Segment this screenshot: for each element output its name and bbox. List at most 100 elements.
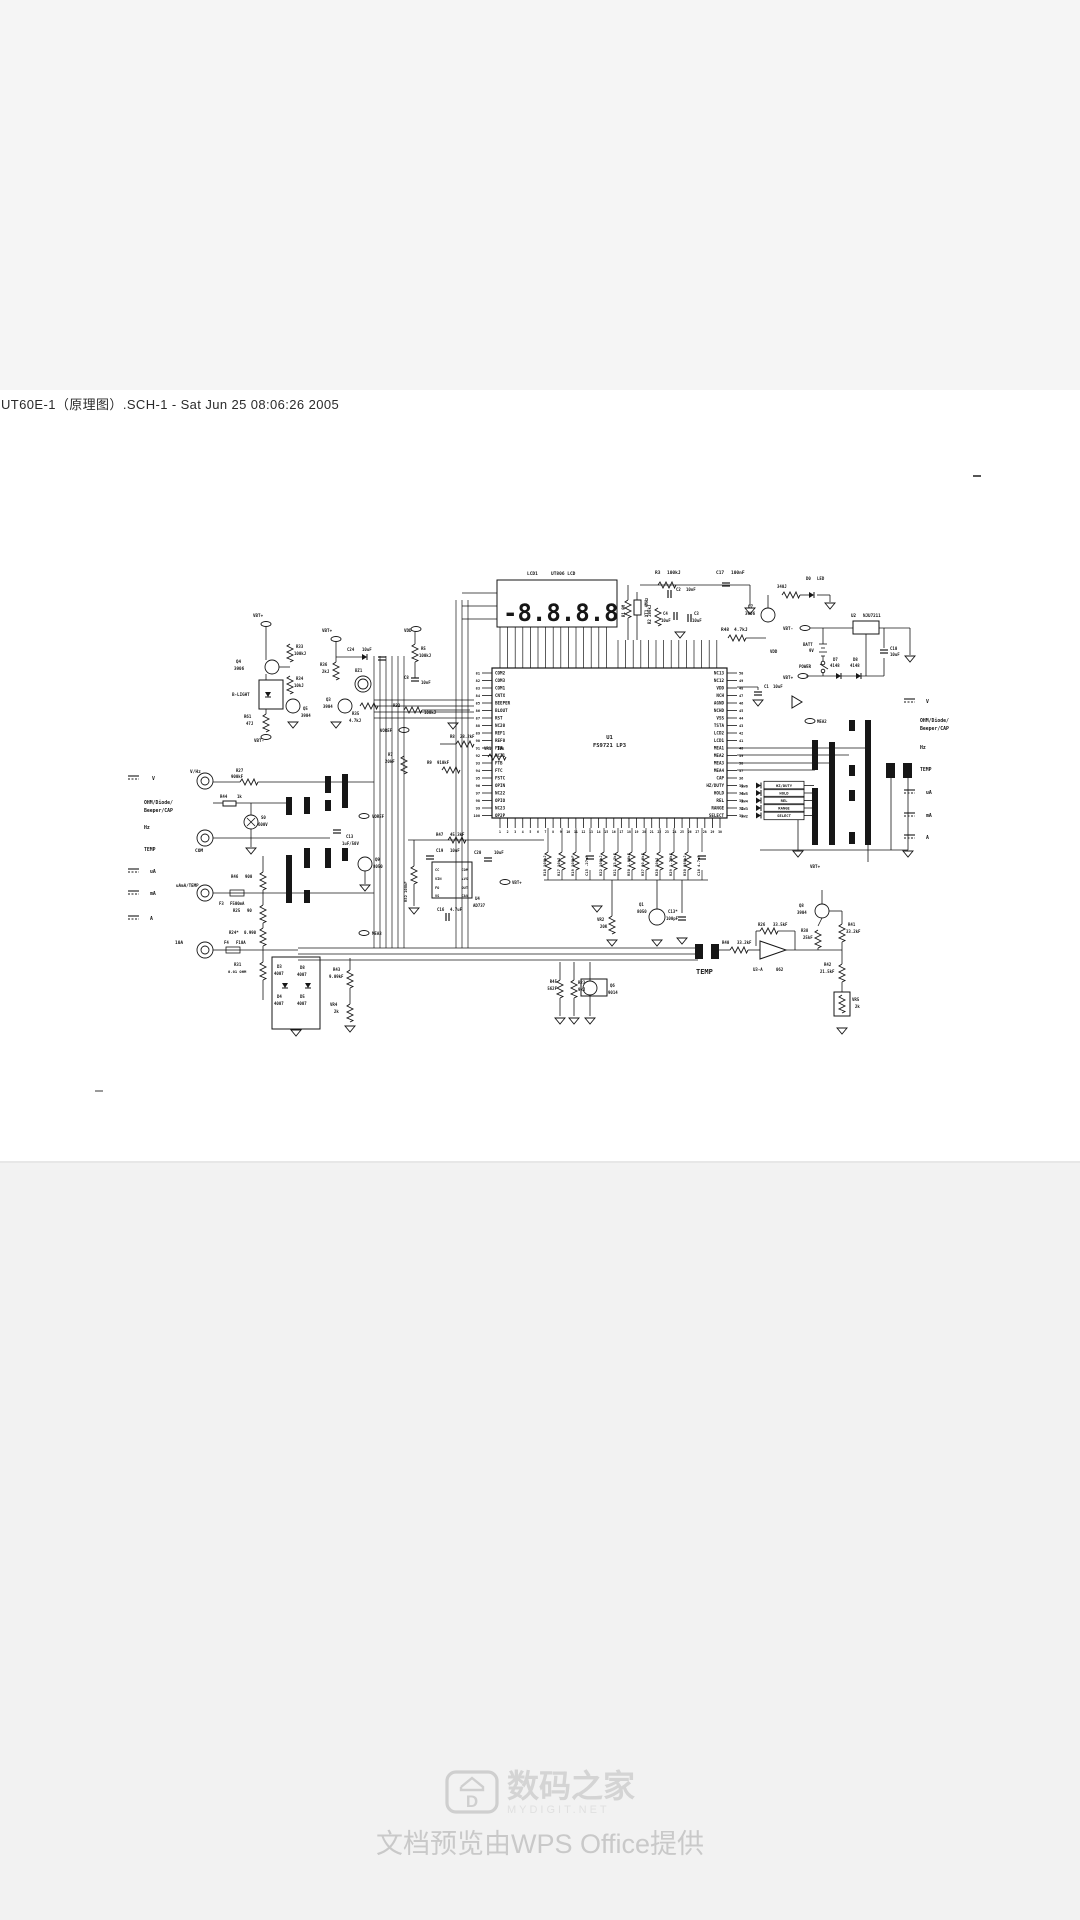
resistor-symbol: [285, 643, 295, 663]
resistor-symbol: [399, 755, 409, 775]
resistor-symbol: [599, 851, 609, 871]
schematic-label: V: [926, 699, 929, 705]
schematic-label: 87: [476, 717, 480, 721]
schematic-label: VBT+: [783, 675, 794, 680]
schematic-label: SW4: [741, 798, 749, 803]
schematic-label: 4.7kJ: [349, 718, 361, 723]
schematic-label: 10nF: [421, 680, 431, 685]
schematic-label: 50: [739, 672, 743, 676]
schematic-label: C15 .27uF: [584, 855, 589, 876]
component-outline: [431, 861, 473, 899]
document-page: [0, 390, 1080, 1163]
component-outline: [258, 679, 284, 710]
schematic-label: LCD1: [714, 738, 725, 743]
schematic-label: R29 1.78kF: [668, 852, 673, 876]
resistor-symbol: [641, 851, 651, 871]
switch-contact-bar: [304, 890, 310, 903]
schematic-label: COM2: [495, 671, 506, 676]
schematic-label: VDD: [404, 628, 412, 633]
schematic-label: TSTA: [714, 723, 725, 728]
schematic-label: 91: [476, 747, 480, 751]
schematic-label: Q5: [303, 706, 308, 711]
resistor-symbol: [657, 580, 677, 590]
resistor-symbol: [759, 926, 779, 936]
diode-symbol: [856, 673, 861, 679]
resistor-symbol: [285, 675, 295, 695]
schematic-label: 4007: [274, 1001, 284, 1006]
schematic-label: 25kF: [803, 935, 813, 940]
schematic-label: R35: [352, 711, 360, 716]
ground-symbol: [568, 1017, 580, 1025]
opamp-symbol: [791, 695, 803, 709]
schematic-label: mA: [926, 813, 932, 819]
schematic-label: Beeper/CAP: [144, 808, 173, 814]
ground-symbol: [584, 1017, 596, 1025]
resistor-symbol: [837, 994, 847, 1014]
schematic-label: 12: [582, 830, 586, 834]
switch-contact-bar: [973, 475, 981, 477]
diode-symbol: [756, 805, 761, 811]
schematic-label: D8: [853, 657, 858, 662]
switch-contact-bar: [886, 763, 895, 778]
wire: [819, 663, 829, 670]
schematic-label: 9kJ: [578, 987, 585, 992]
schematic-label: uA: [926, 790, 932, 796]
schematic-label: XT1 4MHz: [644, 597, 649, 617]
schematic-label: 3: [514, 830, 516, 834]
schematic-label: R46: [231, 874, 239, 879]
resistor-symbol: [837, 963, 847, 983]
switch-contact-bar: [711, 944, 719, 959]
resistor-symbol: [359, 701, 379, 711]
schematic-label: OP2P: [495, 813, 506, 818]
switch-contact-bar: [849, 765, 855, 776]
schematic-label: NCHD: [714, 708, 725, 713]
schematic-label: TEMP: [144, 847, 156, 853]
schematic-label: NC20: [495, 723, 506, 728]
schematic-label: 45.3kF: [450, 832, 465, 837]
document-title: UT60E-1（原理图）.SCH-1 - Sat Jun 25 08:06:26…: [1, 397, 340, 412]
schematic-label: 10: [566, 830, 570, 834]
ground-symbol: [752, 699, 764, 707]
schematic-label: 14: [597, 830, 601, 834]
schematic-label: BEEPER: [495, 701, 511, 706]
schematic-label: 0.01 OHM: [228, 969, 247, 974]
schematic-label: MEA3: [372, 931, 382, 936]
schematic-label: R8: [450, 734, 455, 739]
schematic-label: COM3: [495, 678, 506, 683]
schematic-label: Hz: [920, 745, 926, 751]
schematic-label: VBT+: [253, 613, 264, 618]
schematic-label: VBT+: [810, 864, 821, 869]
ground-symbol: [287, 721, 299, 729]
resistor-symbol: [607, 915, 617, 935]
schematic-label: HZ/DUTY: [706, 783, 724, 788]
schematic-label: FTA: [495, 746, 503, 751]
component-circle: [264, 659, 280, 675]
schematic-label: 10nF: [686, 587, 696, 592]
schematic-label: C8: [404, 675, 409, 680]
schematic-label: FS9721 LP3: [593, 743, 626, 749]
schematic-label: VOREF: [380, 728, 393, 733]
diode-symbol: [809, 592, 814, 598]
schematic-label: A: [926, 835, 929, 841]
schematic-label: RST: [495, 716, 503, 721]
schematic-label: 88: [476, 724, 480, 728]
schematic-label: VBT-: [783, 626, 793, 631]
schematic-label: 33: [739, 799, 743, 803]
schematic-label: 34: [739, 792, 743, 796]
schematic-label: 9: [560, 830, 562, 834]
net-flag: [804, 718, 816, 724]
schematic-label: 44: [739, 717, 743, 721]
schematic-label: 90: [476, 739, 480, 743]
schematic-label: 20kF: [385, 759, 395, 764]
schematic-label: Hz: [144, 825, 150, 831]
schematic-label: 25: [680, 830, 684, 834]
ground-symbol: [290, 1029, 302, 1037]
schematic-label: +VS: [462, 877, 469, 881]
watermark-brand: 数码之家: [506, 1768, 635, 1804]
schematic-label: R26: [758, 922, 766, 927]
schematic-label: Q3: [326, 697, 331, 702]
component-outline: [633, 599, 642, 616]
schematic-label: 18: [627, 830, 631, 834]
schematic-label: NC23: [495, 806, 506, 811]
schematic-label: 33.2kF: [737, 940, 752, 945]
